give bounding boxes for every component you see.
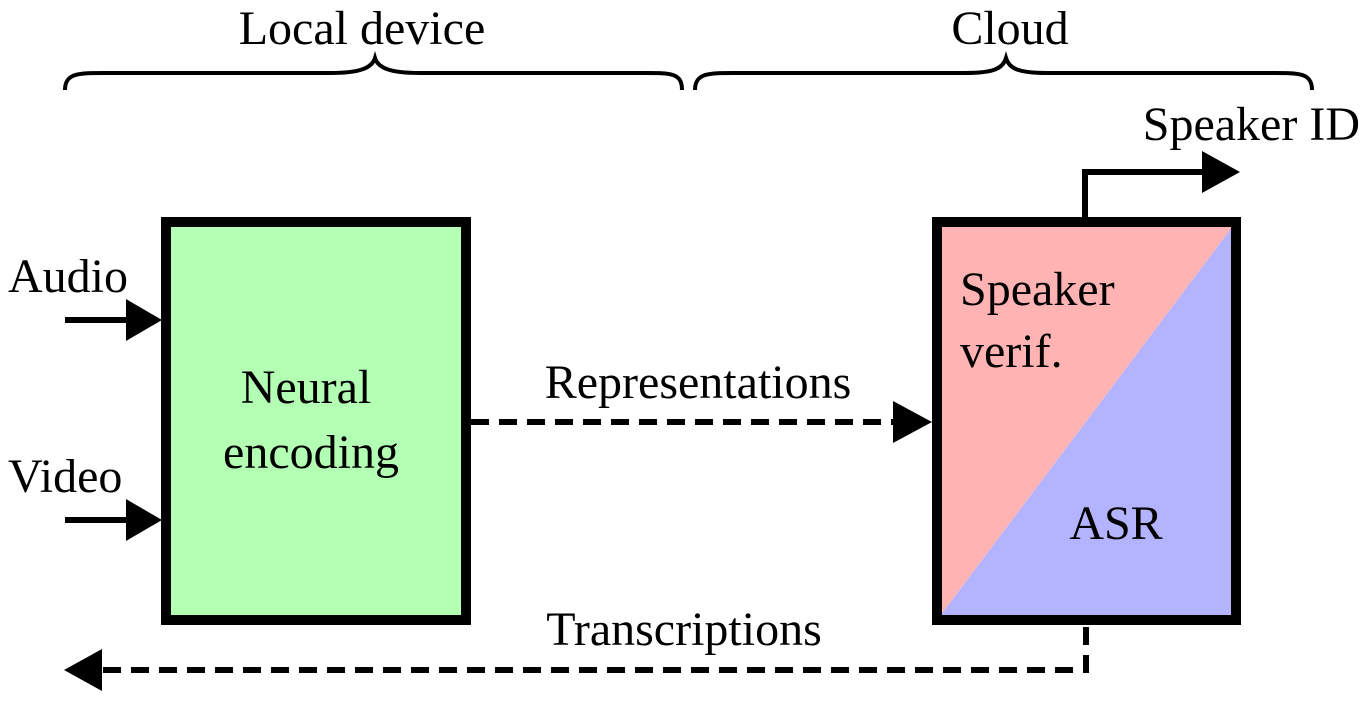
- speaker-id-arrow: [1082, 151, 1240, 217]
- speaker-verification-label-line1: Speaker: [960, 263, 1115, 316]
- local-device-label: Local device: [239, 2, 486, 55]
- audio-label: Audio: [8, 250, 128, 303]
- audio-arrow: [65, 299, 162, 341]
- video-label: Video: [8, 450, 122, 503]
- speaker-verification-label-line2: verif.: [960, 325, 1063, 378]
- asr-region: [937, 222, 1236, 620]
- transcriptions-label: Transcriptions: [546, 603, 822, 656]
- representations-arrow: [471, 401, 932, 443]
- neural-encoding-label-line1: Neural: [241, 361, 372, 414]
- neural-encoding-block: [161, 217, 471, 625]
- asr-label: ASR: [1069, 497, 1162, 550]
- neural-encoding-label-line2: encoding: [223, 426, 399, 479]
- representations-label: Representations: [545, 356, 852, 409]
- cloud-processing-block: [932, 217, 1241, 625]
- local-device-brace: [63, 51, 684, 91]
- speaker-id-label: Speaker ID: [1143, 98, 1360, 151]
- transcriptions-arrow: [64, 627, 1089, 691]
- cloud-brace: [693, 51, 1314, 91]
- cloud-label: Cloud: [951, 2, 1068, 55]
- video-arrow: [65, 499, 162, 541]
